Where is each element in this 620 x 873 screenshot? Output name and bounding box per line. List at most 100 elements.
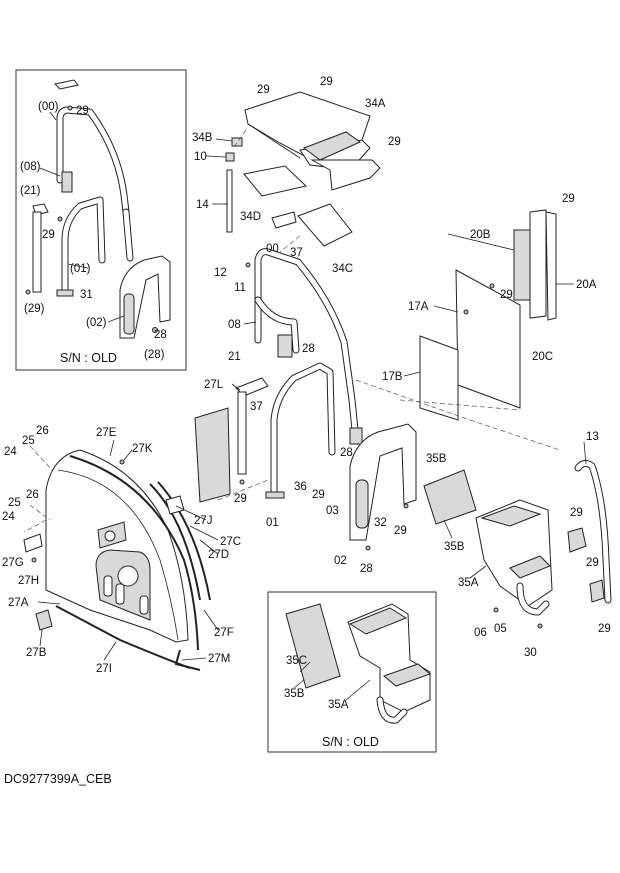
label-20C: 20C — [532, 351, 553, 363]
label-29: 29 — [562, 193, 575, 205]
label-08-old: (08) — [20, 161, 41, 173]
label-28: 28 — [340, 447, 353, 459]
rail-13 — [567, 459, 612, 604]
part-27J — [165, 495, 185, 515]
label-35B: 35B — [284, 688, 305, 700]
label-29: 29 — [388, 136, 401, 148]
drawing-code: DC9277399A_CEB — [4, 772, 112, 786]
label-24: 24 — [4, 446, 17, 458]
label-27K: 27K — [132, 443, 153, 455]
label-21: 21 — [228, 351, 241, 363]
part-34B — [231, 137, 243, 147]
cover-27L — [194, 407, 231, 503]
bracket-21 — [235, 377, 269, 485]
label-35B: 35B — [444, 541, 465, 553]
label-06: 06 — [474, 627, 487, 639]
rod-14 — [226, 169, 233, 233]
label-35A: 35A — [458, 577, 479, 589]
label-37: 37 — [290, 247, 303, 259]
label-27A: 27A — [8, 597, 29, 609]
label-27I: 27I — [96, 663, 112, 675]
label-26: 26 — [26, 489, 39, 501]
pad-34C — [297, 203, 353, 247]
side-panels — [419, 209, 557, 421]
old-bracket-21 — [32, 211, 42, 293]
label-24: 24 — [2, 511, 15, 523]
label-29: 29 — [570, 507, 583, 519]
label-20B: 20B — [470, 229, 491, 241]
fender-cover-27 — [23, 449, 211, 671]
part-27B — [35, 609, 53, 631]
step-35A — [475, 499, 553, 629]
label-21-old: (21) — [20, 185, 41, 197]
label-27C: 27C — [220, 536, 241, 548]
label-01-old: (01) — [70, 263, 91, 275]
label-27F: 27F — [214, 627, 234, 639]
label-35C: 35C — [286, 655, 307, 667]
label-01: 01 — [266, 517, 279, 529]
label-20A: 20A — [576, 279, 597, 291]
label-17B: 17B — [382, 371, 403, 383]
inset-frame — [15, 69, 187, 371]
seal-27M — [174, 649, 201, 671]
label-29: 29 — [394, 525, 407, 537]
step-plate-assembly — [225, 91, 381, 247]
label-31: 31 — [80, 289, 93, 301]
construction-lines — [23, 129, 561, 533]
label-34D: 34D — [240, 211, 261, 223]
panel-17B — [419, 335, 459, 421]
label-27B: 27B — [26, 647, 47, 659]
panel-20A — [545, 211, 557, 321]
pad-35C — [285, 603, 341, 689]
label-27J: 27J — [194, 515, 213, 527]
label-03: 03 — [326, 505, 339, 517]
leader-lines — [37, 111, 587, 701]
label-27H: 27H — [18, 575, 39, 587]
label-29: 29 — [586, 557, 599, 569]
label-00: 00 — [266, 243, 279, 255]
label-17A: 17A — [408, 301, 429, 313]
label-08: 08 — [228, 319, 241, 331]
inset-old-handrail — [15, 69, 187, 371]
pad-34D — [243, 165, 308, 197]
post-02 — [349, 423, 417, 551]
label-32: 32 — [374, 517, 387, 529]
inset-caption-bottom: S/N : OLD — [322, 735, 379, 749]
part-27G — [23, 533, 43, 553]
seal-27E — [69, 455, 199, 651]
label-29: 29 — [312, 489, 325, 501]
inset-caption-top: S/N : OLD — [60, 351, 117, 365]
label-27E: 27E — [96, 427, 117, 439]
label-34C: 34C — [332, 263, 353, 275]
inset-old-step — [267, 591, 437, 753]
seal-27C — [149, 483, 201, 601]
label-35B: 35B — [426, 453, 447, 465]
label-35A: 35A — [328, 699, 349, 711]
label-29: 29 — [598, 623, 611, 635]
label-29-old: (29) — [24, 303, 45, 315]
label-36: 36 — [294, 481, 307, 493]
cover-27A — [45, 449, 189, 643]
label-29: 29 — [257, 84, 270, 96]
label-27G: 27G — [2, 557, 24, 569]
inset-frame-bottom — [267, 591, 437, 753]
panel-20B — [513, 229, 531, 301]
label-29: 29 — [42, 229, 55, 241]
label-27L: 27L — [204, 379, 224, 391]
label-27M: 27M — [208, 653, 230, 665]
label-02: 02 — [334, 555, 347, 567]
label-27D: 27D — [208, 549, 229, 561]
label-34B: 34B — [192, 132, 213, 144]
panel-20C — [529, 209, 547, 319]
label-26: 26 — [36, 425, 49, 437]
label-00-old: (00) — [38, 101, 59, 113]
label-14: 14 — [196, 199, 209, 211]
label-37: 37 — [250, 401, 263, 413]
label-05: 05 — [494, 623, 507, 635]
cap-plate — [53, 79, 79, 90]
label-13: 13 — [586, 431, 599, 443]
pad-35B — [423, 469, 477, 525]
label-29: 29 — [500, 289, 513, 301]
